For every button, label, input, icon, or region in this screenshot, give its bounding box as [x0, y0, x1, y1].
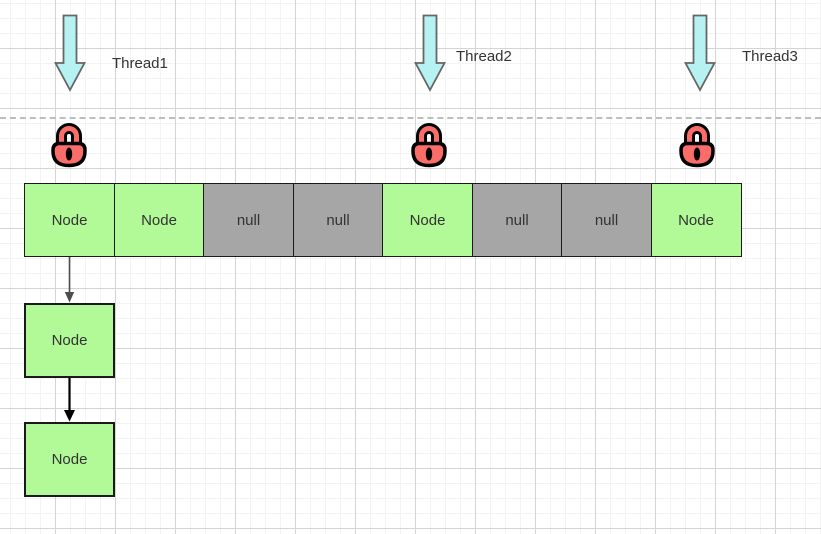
- array-cell: null: [471, 183, 563, 257]
- array-cell: null: [203, 183, 294, 257]
- linked-list-node-1: Node: [24, 303, 115, 378]
- array-cell: Node: [24, 183, 115, 257]
- lock-boundary-divider: [0, 117, 821, 119]
- linked-list-node-2: Node: [24, 422, 115, 497]
- thread-arrow-icon-3: [684, 14, 716, 92]
- thread-label-2: Thread2: [456, 48, 512, 65]
- linked-list-arrow-icon-1: [64, 257, 75, 303]
- array-cell: null: [292, 183, 384, 257]
- array-cell: Node: [650, 183, 742, 257]
- array-cell: null: [561, 183, 652, 257]
- array-cell: Node: [113, 183, 205, 257]
- linked-list-arrow-icon-2: [64, 376, 75, 422]
- thread-label-1: Thread1: [112, 55, 168, 72]
- hash-bucket-array: Node Node null null Node null null Node: [24, 183, 742, 257]
- array-cell: Node: [382, 183, 473, 257]
- lock-icon-3: [679, 123, 715, 168]
- thread-label-3: Thread3: [742, 48, 798, 65]
- thread-arrow-icon-2: [414, 14, 446, 92]
- lock-icon-1: [51, 123, 87, 168]
- lock-icon-2: [411, 123, 447, 168]
- thread-arrow-icon-1: [54, 14, 86, 92]
